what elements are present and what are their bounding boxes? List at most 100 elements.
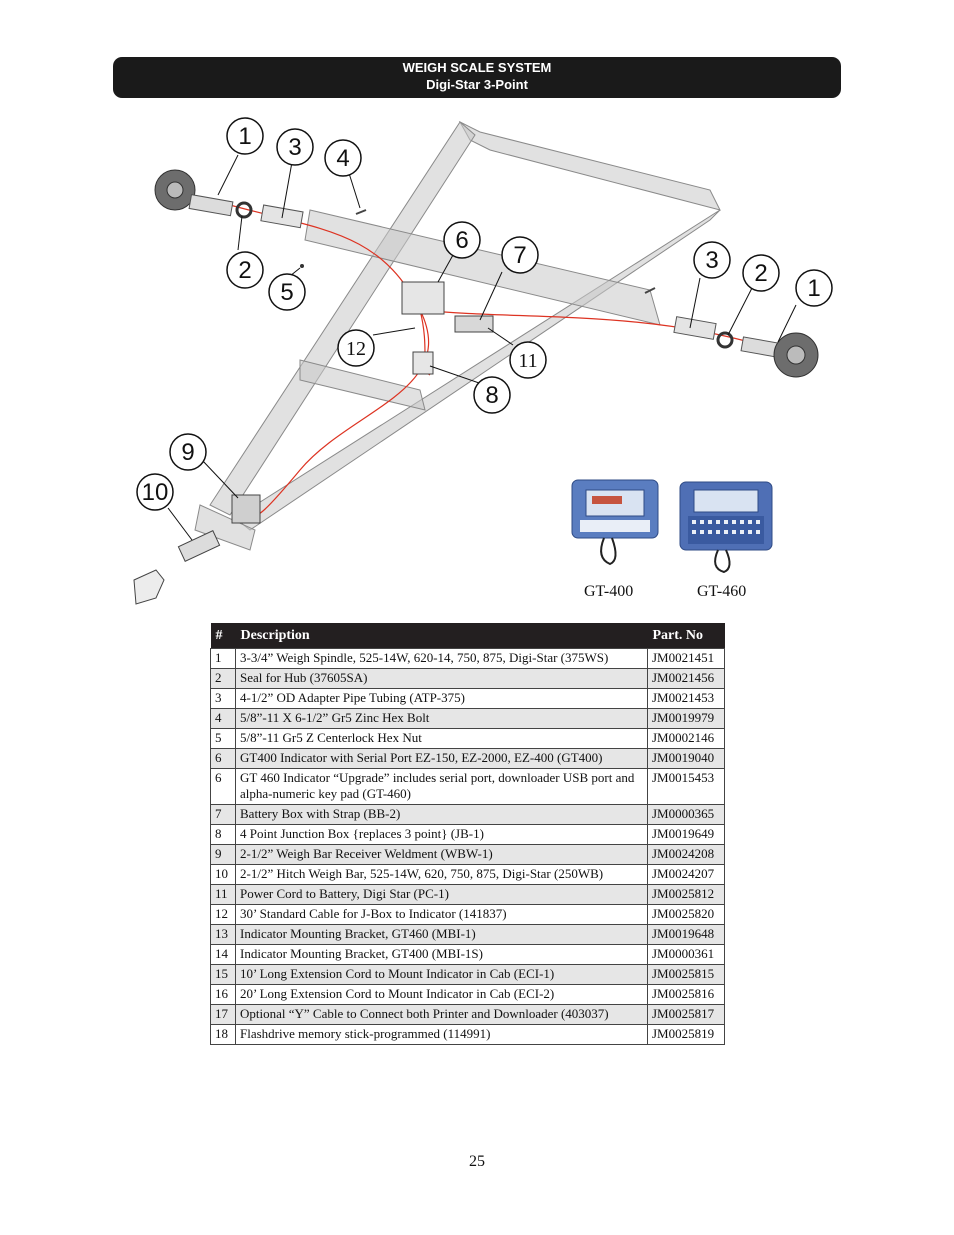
frame-right-rail xyxy=(458,120,721,211)
trailer-frame xyxy=(194,120,721,551)
gt400-indicator-image xyxy=(571,479,659,566)
svg-text:6: 6 xyxy=(455,227,468,254)
row-number: 11 xyxy=(210,884,236,905)
parts-table-header: # Description Part. No xyxy=(210,623,725,649)
page-number: 25 xyxy=(469,1153,485,1170)
row-part-number: JM0025815 xyxy=(647,964,725,985)
row-description: 10’ Long Extension Cord to Mount Indicat… xyxy=(235,964,648,985)
row-number: 15 xyxy=(210,964,236,985)
row-part-number: JM0015453 xyxy=(647,768,725,805)
row-number: 7 xyxy=(210,804,236,825)
callout-9: 9 xyxy=(169,433,207,471)
row-description: GT 460 Indicator “Upgrade” includes seri… xyxy=(235,768,648,805)
gt400-label: GT-400 xyxy=(584,583,634,600)
row-number: 2 xyxy=(210,668,236,689)
gt460-indicator-image xyxy=(679,481,773,574)
callout-3-left: 3 xyxy=(276,128,314,166)
row-description: GT400 Indicator with Serial Port EZ-150,… xyxy=(235,748,648,769)
svg-text:11: 11 xyxy=(518,350,537,372)
row-description: 5/8”-11 Gr5 Z Centerlock Hex Nut xyxy=(235,728,648,749)
row-number: 6 xyxy=(210,768,236,805)
row-part-number: JM0024208 xyxy=(647,844,725,865)
row-part-number: JM0025820 xyxy=(647,904,725,925)
svg-text:3: 3 xyxy=(705,247,718,274)
row-part-number: JM0019979 xyxy=(647,708,725,729)
callout-2-left: 2 xyxy=(226,251,264,289)
row-part-number: JM0019648 xyxy=(647,924,725,945)
row-description: Flashdrive memory stick-programmed (1149… xyxy=(235,1024,648,1045)
row-description: Seal for Hub (37605SA) xyxy=(235,668,648,689)
row-number: 16 xyxy=(210,984,236,1005)
row-part-number: JM0021451 xyxy=(647,648,725,669)
row-number: 5 xyxy=(210,728,236,749)
row-number: 6 xyxy=(210,748,236,769)
row-description: Indicator Mounting Bracket, GT460 (MBI-1… xyxy=(235,924,648,945)
row-part-number: JM0000361 xyxy=(647,944,725,965)
row-part-number: JM0021453 xyxy=(647,688,725,709)
svg-text:1: 1 xyxy=(807,275,820,302)
svg-text:1: 1 xyxy=(238,123,251,150)
weigh-scale-diagram: 1 3 4 2 5 6 7 12 11 8 3 2 1 9 10 xyxy=(133,117,833,605)
row-part-number: JM0019040 xyxy=(647,748,725,769)
row-description: 3-3/4” Weigh Spindle, 525-14W, 620-14, 7… xyxy=(235,648,648,669)
row-part-number: JM0021456 xyxy=(647,668,725,689)
callout-4: 4 xyxy=(324,139,362,177)
callout-8: 8 xyxy=(473,376,511,414)
callouts: 1 3 4 2 5 6 7 12 11 8 3 2 1 9 10 xyxy=(136,117,833,511)
row-description: 5/8”-11 X 6-1/2” Gr5 Zinc Hex Bolt xyxy=(235,708,648,729)
svg-text:7: 7 xyxy=(513,242,526,269)
row-description: 2-1/2” Hitch Weigh Bar, 525-14W, 620, 75… xyxy=(235,864,648,885)
hitch-weigh-bar xyxy=(177,530,221,562)
row-part-number: JM0025817 xyxy=(647,1004,725,1025)
callout-2-right: 2 xyxy=(742,254,780,292)
row-description: 4 Point Junction Box {replaces 3 point} … xyxy=(235,824,648,845)
gt460-label: GT-460 xyxy=(697,583,747,600)
frame-crossbeam-lower xyxy=(299,359,426,411)
section-header: WEIGH SCALE SYSTEM Digi-Star 3-Point xyxy=(113,57,841,98)
row-description: Optional “Y” Cable to Connect both Print… xyxy=(235,1004,648,1025)
svg-text:5: 5 xyxy=(280,279,293,306)
svg-text:10: 10 xyxy=(142,479,169,506)
callout-11: 11 xyxy=(509,341,547,379)
callout-12: 12 xyxy=(337,329,375,367)
svg-text:12: 12 xyxy=(346,338,366,360)
callout-1-right: 1 xyxy=(795,269,833,307)
callout-7: 7 xyxy=(501,236,539,274)
row-part-number: JM0025819 xyxy=(647,1024,725,1045)
row-number: 1 xyxy=(210,648,236,669)
row-number: 14 xyxy=(210,944,236,965)
callout-1-left: 1 xyxy=(226,117,264,155)
receiver-weldment xyxy=(231,494,261,524)
row-description: 4-1/2” OD Adapter Pipe Tubing (ATP-375) xyxy=(235,688,648,709)
svg-text:2: 2 xyxy=(238,257,251,284)
row-number: 8 xyxy=(210,824,236,845)
indicator-box xyxy=(401,281,445,315)
row-description: 30’ Standard Cable for J-Box to Indicato… xyxy=(235,904,648,925)
row-number: 10 xyxy=(210,864,236,885)
row-number: 13 xyxy=(210,924,236,945)
svg-text:9: 9 xyxy=(181,439,194,466)
row-description: Battery Box with Strap (BB-2) xyxy=(235,804,648,825)
right-hub-assembly xyxy=(644,287,819,378)
row-part-number: JM0019649 xyxy=(647,824,725,845)
junction-box xyxy=(412,351,434,375)
row-description: Power Cord to Battery, Digi Star (PC-1) xyxy=(235,884,648,905)
row-part-number: JM0000365 xyxy=(647,804,725,825)
row-description: 20’ Long Extension Cord to Mount Indicat… xyxy=(235,984,648,1005)
row-part-number: JM0025816 xyxy=(647,984,725,1005)
